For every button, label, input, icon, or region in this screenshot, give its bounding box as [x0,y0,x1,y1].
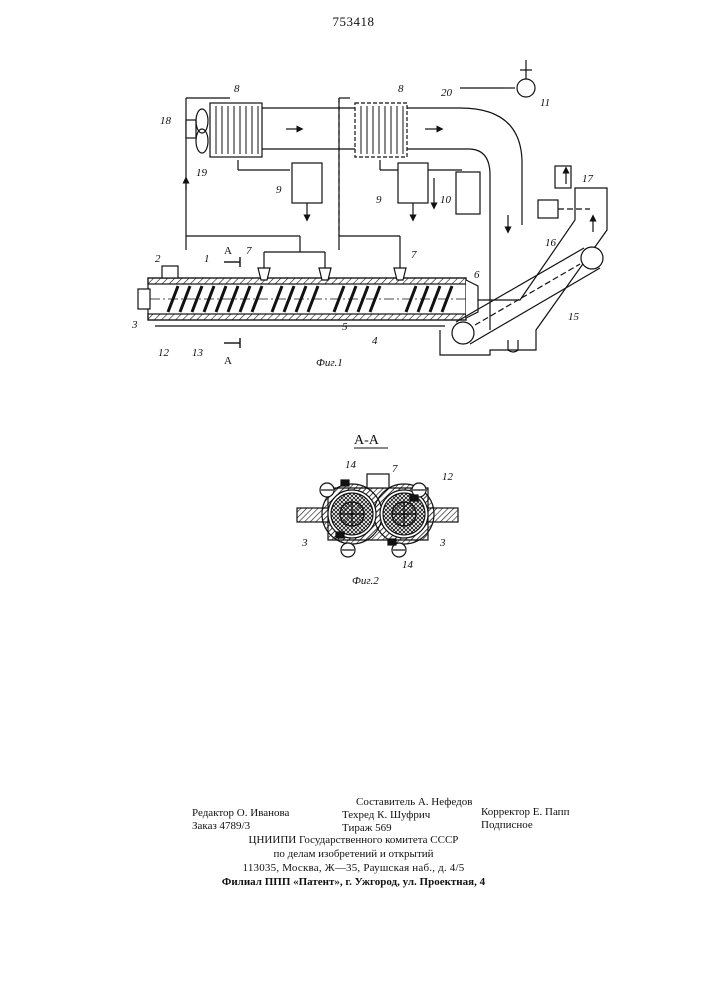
colophon-right: Корректор Е. Папп Подписное [481,806,569,832]
fig2-label-14b: 14 [402,559,414,571]
editor-line: Редактор О. Иванова [192,807,289,820]
compiler-line: Составитель А. Нефедов [356,796,472,809]
fig2-label-14a: 14 [345,459,357,471]
order-line: Заказ 4789/3 [192,820,289,833]
org-line-1: ЦНИИПИ Государственного комитета СССР [0,833,707,847]
fig2-label-3b: 3 [439,537,446,549]
colophon-left: Редактор О. Иванова Заказ 4789/3 [192,807,289,833]
figure-2-drawing: А-А 14 [0,0,707,620]
colophon-middle: Составитель А. Нефедов Техред К. Шуфрич … [356,796,472,835]
figure-2-caption: Фиг.2 [352,575,379,587]
corrector-line: Корректор Е. Папп [481,806,569,819]
address-line: 113035, Москва, Ж—35, Раушская наб., д. … [0,861,707,875]
fig2-label-3a: 3 [301,537,308,549]
branch-line: Филиал ППП «Патент», г. Ужгород, ул. Про… [0,875,707,889]
colophon-organization: ЦНИИПИ Государственного комитета СССР по… [0,833,707,889]
section-view [297,474,458,557]
org-line-2: по делам изобретений и открытий [0,847,707,861]
section-title: А-А [354,433,380,448]
fig2-label-7: 7 [392,463,398,475]
techred-line: Техред К. Шуфрич [342,809,472,822]
subscription-line: Подписное [481,819,569,832]
fig2-label-12: 12 [442,471,454,483]
